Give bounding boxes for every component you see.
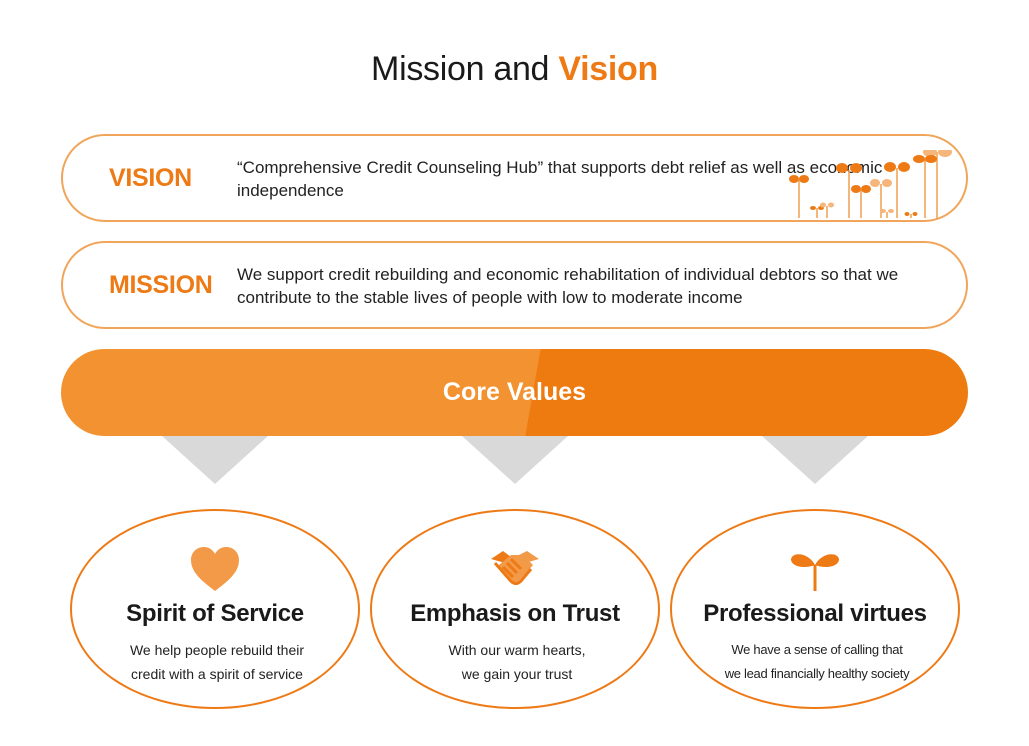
value-spirit-of-service: Spirit of Service We help people rebuild… [70, 509, 360, 709]
sprout-icon [791, 554, 839, 591]
page-title: Mission and Vision [0, 50, 1029, 89]
value-description: We help people rebuild their credit with… [92, 638, 342, 686]
heart-icon [191, 547, 239, 591]
value-description-line: We help people rebuild their [129, 642, 305, 658]
down-arrow-icon [162, 436, 268, 484]
vision-text: “Comprehensive Credit Counseling Hub” th… [237, 158, 883, 200]
handshake-icon [491, 551, 539, 586]
core-values-bar: Core Values [61, 349, 968, 436]
title-main: Mission and [371, 50, 550, 88]
mission-box: MISSION We support credit rebuilding and… [61, 241, 968, 329]
value-description: With our warm hearts, we gain your trust [392, 638, 642, 686]
mission-text: We support credit rebuilding and economi… [237, 265, 899, 307]
value-description-line: We have a sense of calling that [731, 642, 903, 657]
value-description-line: we lead financially healthy society [724, 666, 910, 681]
value-description: We have a sense of calling that we lead … [692, 638, 942, 686]
value-description-line: we gain your trust [461, 666, 573, 682]
sprouts-illustration [789, 150, 952, 218]
title-accent: Vision [558, 50, 658, 88]
down-arrow-icon [462, 436, 568, 484]
core-values-label: Core Values [442, 378, 587, 406]
value-description-line: With our warm hearts, [448, 642, 586, 658]
down-arrow-icon [762, 436, 868, 484]
value-professional-virtues: Professional virtues We have a sense of … [670, 509, 960, 709]
value-title: Professional virtues [703, 600, 927, 627]
vision-box: VISION “Comprehensive Credit Counseling … [61, 134, 968, 222]
value-emphasis-on-trust: Emphasis on Trust With our warm hearts, … [370, 509, 660, 709]
value-title: Emphasis on Trust [410, 600, 620, 627]
mission-label: MISSION [109, 271, 213, 299]
vision-label: VISION [109, 164, 192, 192]
value-title: Spirit of Service [126, 600, 304, 627]
value-description-line: credit with a spirit of service [131, 666, 303, 682]
